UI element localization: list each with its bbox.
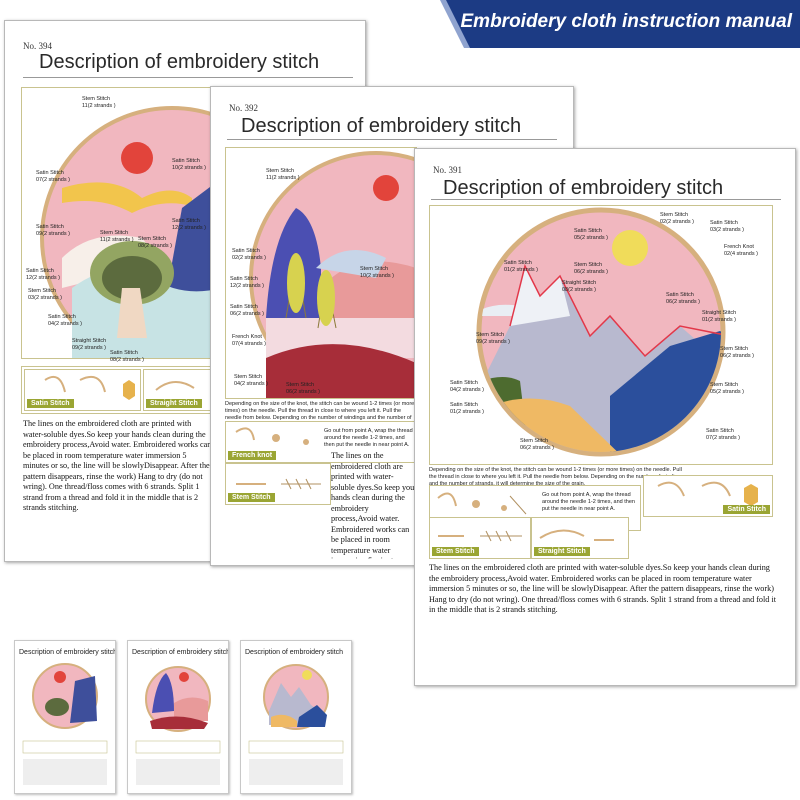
instructions-paragraph: The lines on the embroidered cloth are p… <box>429 563 776 614</box>
french-knot-row: French knot Go out from point A, wrap th… <box>225 421 417 463</box>
banner-shape <box>440 0 800 48</box>
stitch-label: Stem Stitch 02(2 strands ) <box>660 212 694 225</box>
title-rule <box>23 77 353 78</box>
stitch-label: Satin Stitch 04(2 strands ) <box>450 380 484 393</box>
point-a-instructions: Go out from point A, wrap the thread aro… <box>542 492 635 512</box>
satin-stitch-tag: Satin Stitch <box>27 399 74 408</box>
stitch-label: Satin Stitch 12(2 strands ) <box>230 276 264 289</box>
stitch-label: Satin Stitch 06(2 strands ) <box>666 292 700 305</box>
instructions-paragraph: The lines on the embroidered cloth are p… <box>331 451 417 559</box>
stitch-label: Satin Stitch 02(2 strands ) <box>232 248 266 261</box>
straight-stitch-tag: Straight Stitch <box>534 547 590 556</box>
sheet-title: Description of embroidery stitch <box>241 115 522 137</box>
straight-stitch-row: Straight Stitch <box>531 517 629 559</box>
manual-sheet-391: No. 391 Description of embroidery stitch… <box>414 148 796 686</box>
pattern-frame: Stem Stitch 02(2 strands ) Satin Stitch … <box>429 205 773 465</box>
stitch-label: Stem Stitch 09(2 strands ) <box>476 332 510 345</box>
straight-stitch-tag: Straight Stitch <box>146 399 202 408</box>
french-knot-diagram-icon <box>437 492 527 515</box>
sheet-number: No. 392 <box>229 103 258 113</box>
stitch-label: Straight Stitch 08(2 strands ) <box>562 280 597 293</box>
instructions-paragraph: The lines on the embroidered cloth are p… <box>23 419 212 512</box>
stitch-label: French Knot 02(4 strands ) <box>724 244 758 257</box>
stitch-label: Stem Stitch 04(2 strands ) <box>234 374 268 387</box>
stitch-label: Satin Stitch 01(2 strands ) <box>504 260 538 273</box>
stitch-label: Satin Stitch 12(2 strands ) <box>172 218 206 231</box>
stitch-label: Satin Stitch 07(2 strands ) <box>706 428 740 441</box>
stitch-label: Satin Stitch 04(2 strands ) <box>48 314 82 327</box>
point-a-instructions: Go out from point A, wrap the thread aro… <box>324 428 413 448</box>
stitch-label: Satin Stitch 07(2 strands ) <box>36 170 70 183</box>
stem-stitch-row: Stem Stitch <box>225 463 331 505</box>
stitch-label: French Knot 07(4 strands ) <box>232 334 266 347</box>
stem-diagram-icon <box>236 478 321 490</box>
title-rule <box>227 139 557 140</box>
stitch-label: Stem Stitch 08(2 strands ) <box>138 236 172 249</box>
satin-diagram-icon <box>657 481 758 506</box>
stitch-label: Stem Stitch 10(2 strands ) <box>360 266 394 279</box>
stitch-label: Satin Stitch 09(2 strands ) <box>36 224 70 237</box>
stitch-label: Stem Stitch 06(2 strands ) <box>520 438 554 451</box>
thumbnail-illustration <box>135 666 221 785</box>
thumbnail-illustration <box>22 663 108 785</box>
straight-diagram-icon <box>155 381 195 391</box>
stitch-label: Stem Stitch 11(2 strands ) <box>82 96 116 109</box>
stitch-label: Stem Stitch 06(2 strands ) <box>720 346 754 359</box>
banner-title: Embroidery cloth instruction manual <box>460 11 793 32</box>
satin-stitch-diagram: Satin Stitch <box>24 369 141 411</box>
sheet-number: No. 391 <box>433 165 462 175</box>
satin-stitch-tag: Satin Stitch <box>723 505 770 514</box>
french-knot-diagram-icon <box>235 427 309 445</box>
stitch-label: Stem Stitch 11(2 strands ) <box>266 168 300 181</box>
stitch-label: Stem Stitch 03(2 strands ) <box>28 288 62 301</box>
pattern-frame: Stem Stitch 11(2 strands ) Satin Stitch … <box>21 87 304 370</box>
stitch-label: Straight Stitch 09(2 strands ) <box>72 338 107 351</box>
hoop-illustration-391 <box>476 207 726 457</box>
stitch-label: Stem Stitch 11(2 strands ) <box>100 230 134 243</box>
stitch-label: Satin Stitch 03(2 strands ) <box>710 220 744 233</box>
stem-stitch-tag: Stem Stitch <box>228 493 275 502</box>
stem-stitch-tag: Stem Stitch <box>432 547 479 556</box>
thumbnail-title: Description of embroidery stitch <box>19 649 116 656</box>
thumbnail-title: Description of embroidery stitch <box>245 649 344 656</box>
satin-diagram-icon <box>44 376 135 400</box>
straight-diagram-icon <box>539 529 614 541</box>
stitch-label: Satin Stitch 01(2 strands ) <box>450 402 484 415</box>
stitch-label: Satin Stitch 08(2 strands ) <box>110 350 144 363</box>
sheet-title: Description of embroidery stitch <box>443 177 724 199</box>
stitch-label: Stem Stitch 06(2 strands ) <box>574 262 608 275</box>
stitch-label: Satin Stitch 10(2 strands ) <box>172 158 206 171</box>
stitch-label: Stem Stitch 05(2 strands ) <box>710 382 744 395</box>
stem-diagram-icon <box>438 530 522 542</box>
stitch-label: Satin Stitch 12(2 strands ) <box>26 268 60 281</box>
pattern-frame: Stem Stitch 11(2 strands ) Satin Stitch … <box>225 147 503 405</box>
stitch-row: Satin Stitch Straight Stitch <box>21 366 223 414</box>
header-banner: Embroidery cloth instruction manual <box>420 0 800 48</box>
sheet-title: Description of embroidery stitch <box>39 51 320 73</box>
thumbnail-title: Description of embroidery stitch <box>132 649 229 656</box>
knot-note: Depending on the size of the knot, the s… <box>429 467 684 487</box>
title-rule <box>431 199 781 200</box>
sheet-number: No. 394 <box>23 41 52 51</box>
stitch-label: Satin Stitch 06(2 strands ) <box>230 304 264 317</box>
thumbnail-sheet-392[interactable]: Description of embroidery stitch <box>127 640 229 794</box>
french-knot-tag: French knot <box>228 451 277 460</box>
stitch-label: Straight Stitch 01(2 strands ) <box>702 310 737 323</box>
straight-stitch-diagram: Straight Stitch <box>143 369 220 411</box>
thumbnail-sheet-394[interactable]: Description of embroidery stitch <box>14 640 116 794</box>
thumbnail-sheet-391[interactable]: Description of embroidery stitch <box>240 640 352 794</box>
stitch-label: Stem Stitch 06(2 strands ) <box>286 382 320 395</box>
thumbnail-illustration <box>248 664 344 785</box>
stitch-label: Satin Stitch 05(2 strands ) <box>574 228 608 241</box>
stem-stitch-row: Stem Stitch <box>429 517 531 559</box>
satin-stitch-row: Satin Stitch <box>643 475 773 517</box>
